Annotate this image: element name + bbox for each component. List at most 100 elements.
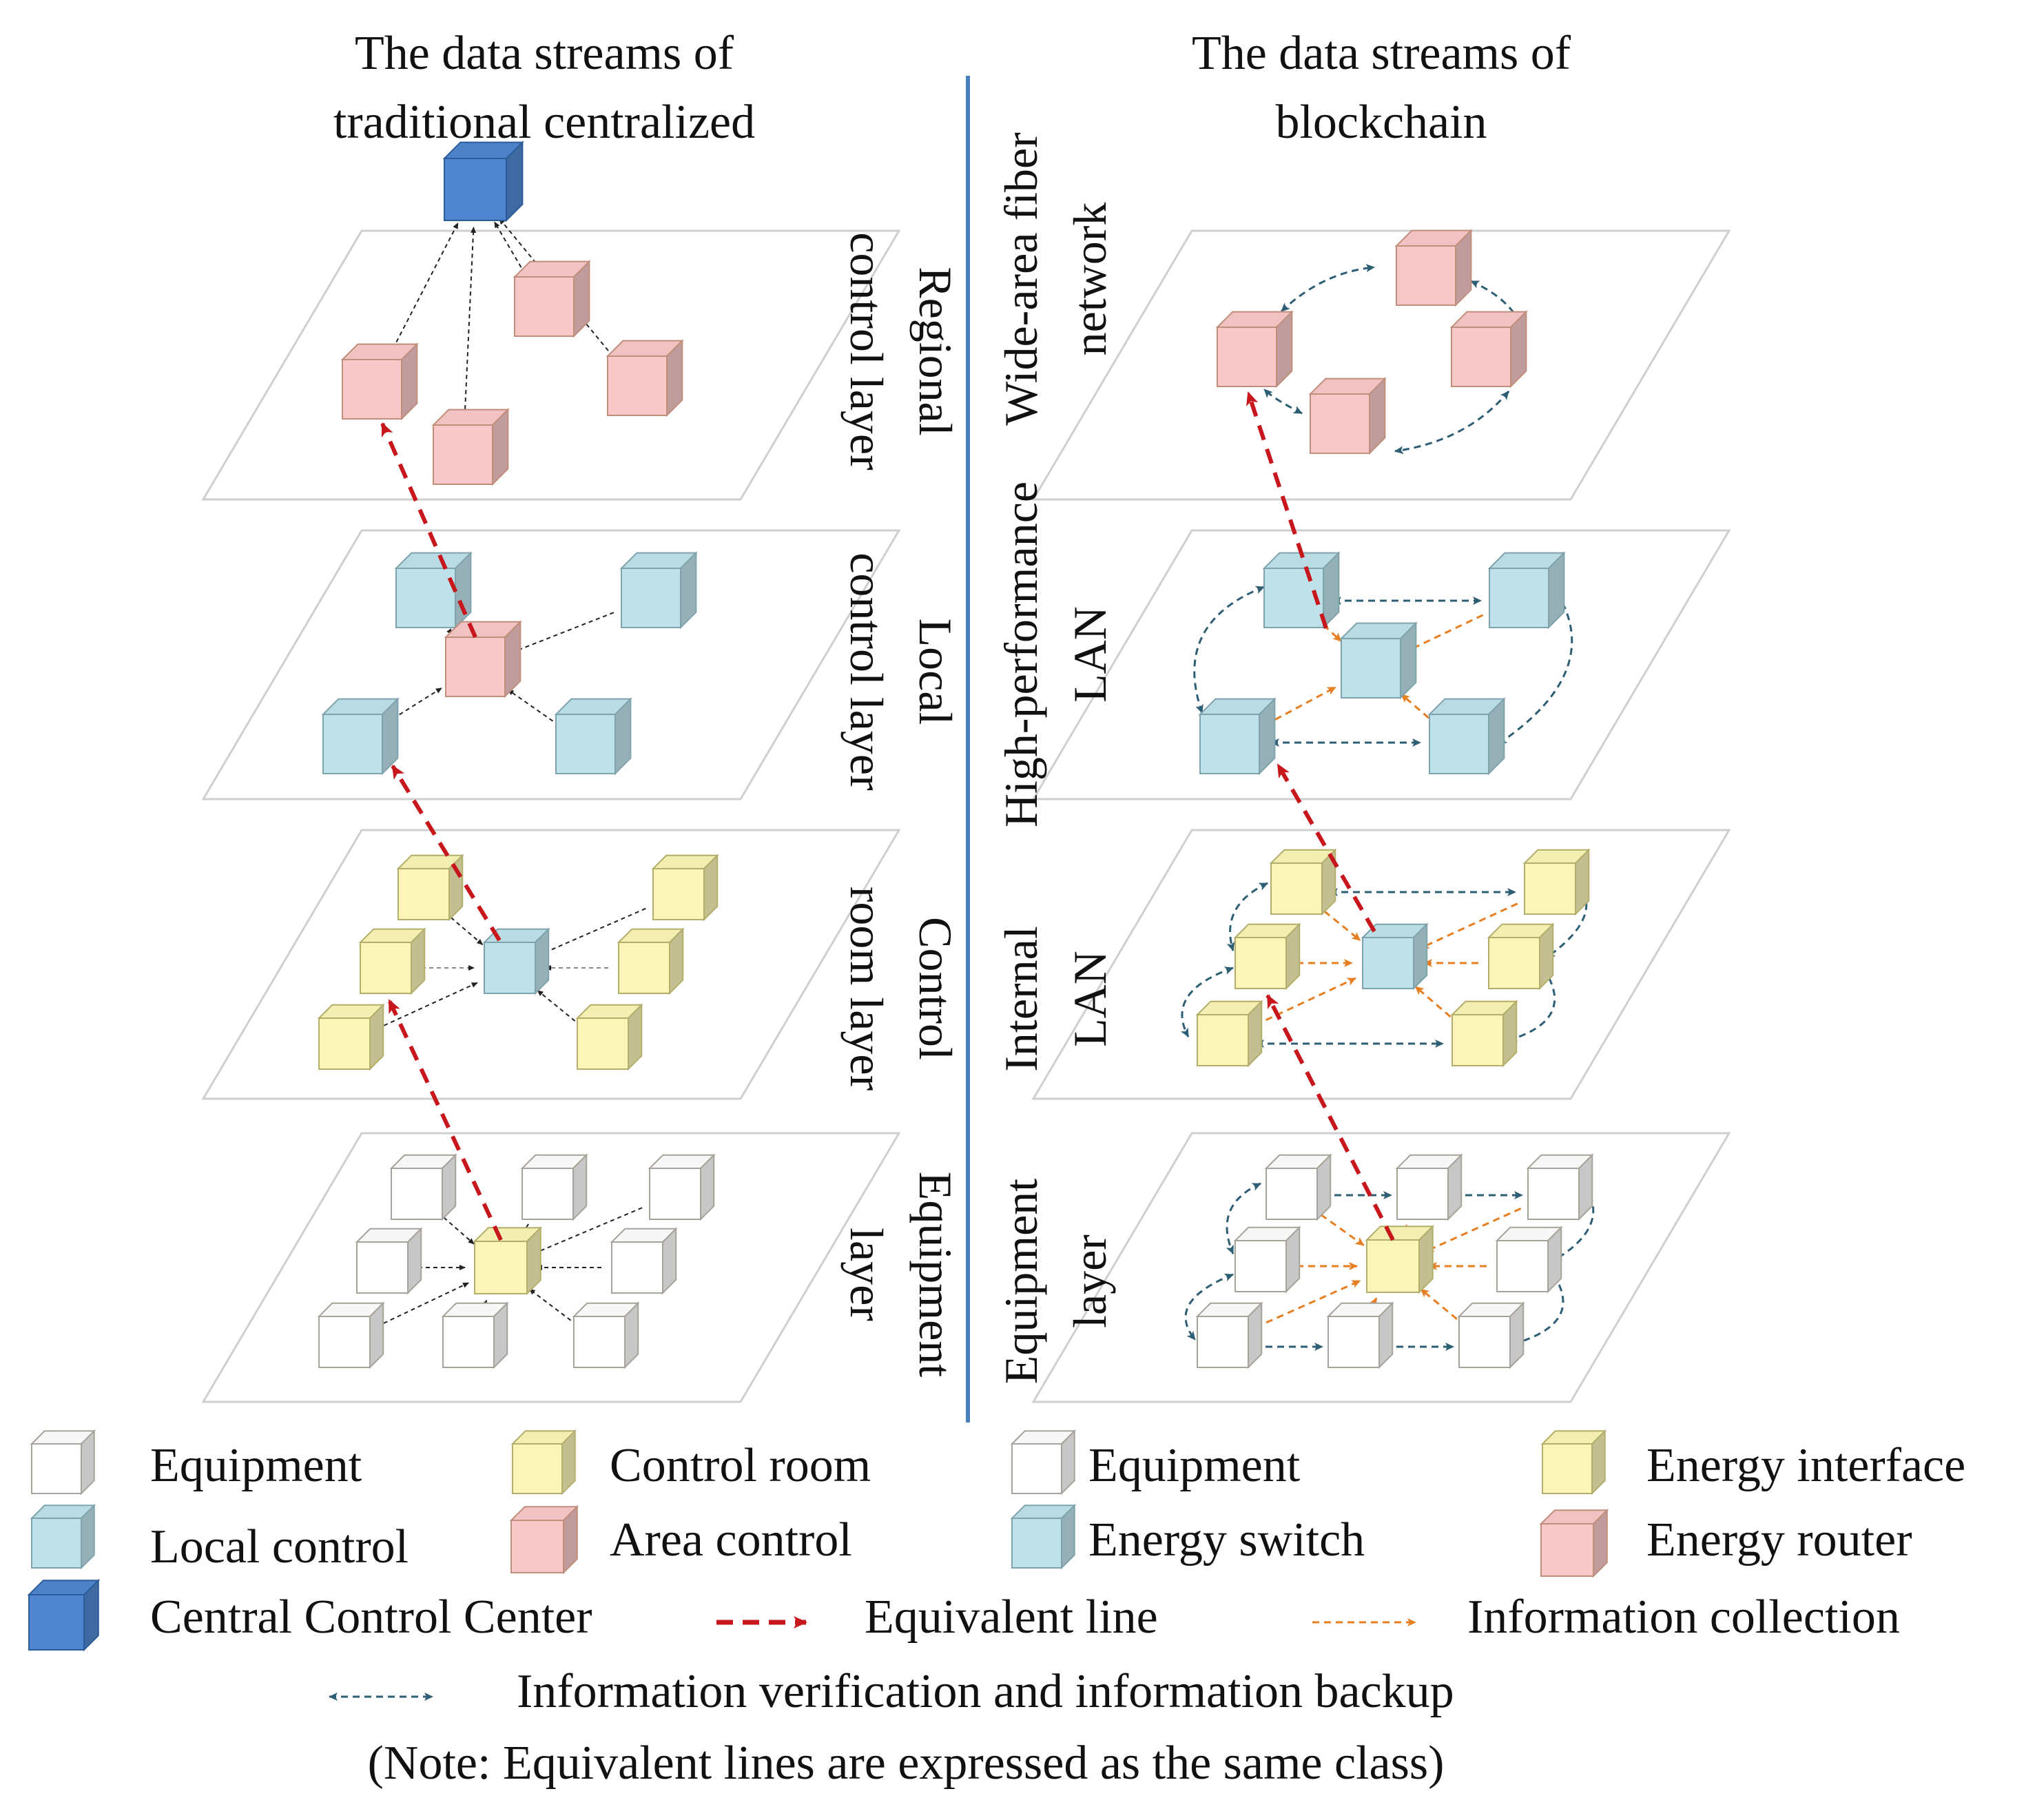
verification-curve — [1280, 264, 1375, 313]
layer-label-internal-lan: Internal LAN — [995, 926, 1116, 1071]
information-collection-arrow — [1401, 693, 1429, 719]
energy-router-cube — [1308, 377, 1387, 455]
verification-curve — [1184, 1273, 1234, 1341]
equipment-cube — [1326, 1301, 1394, 1369]
control-room-cube — [358, 927, 426, 995]
equipment-cube — [355, 1227, 423, 1295]
verification-curve — [1226, 882, 1268, 951]
verification-curve — [1226, 1182, 1261, 1254]
right-equivalent-line-2 — [1276, 763, 1376, 933]
local-control-cube — [554, 697, 632, 776]
energy-router-cube — [1449, 310, 1528, 389]
diagram-note: (Note: Equivalent lines are expressed as… — [368, 1737, 1445, 1790]
left-plane-regional — [201, 229, 901, 501]
left-plane-control-room — [201, 829, 901, 1100]
equipment-to-control-room-arrow — [376, 1282, 469, 1327]
right-equivalent-line-3 — [1246, 391, 1328, 629]
legend-equipment-icon — [30, 1429, 96, 1496]
svg-text:Internal: Internal — [995, 926, 1047, 1071]
legend-energy-switch-icon — [1010, 1503, 1077, 1570]
layer-label-control-room: Control room layer — [840, 887, 962, 1091]
left-plane-equipment — [201, 1132, 901, 1403]
energy-router-cube — [1215, 310, 1294, 389]
legend-energy-interface-icon — [1540, 1429, 1607, 1496]
left-title-line-1: The data streams of — [355, 27, 734, 80]
left-plane-local — [201, 529, 901, 800]
energy-interface-cube — [1365, 1224, 1435, 1294]
energy-interface-cube — [1233, 922, 1301, 991]
legend-energy-interface-label: Energy interface — [1646, 1439, 1965, 1492]
information-collection-arrow — [1414, 985, 1452, 1018]
control-room-cube — [473, 1226, 543, 1296]
legend-central-icon — [27, 1578, 101, 1652]
verification-curve — [1553, 1184, 1595, 1262]
energy-router-cube — [1394, 229, 1473, 307]
svg-text:control layer: control layer — [840, 232, 893, 470]
svg-text:network: network — [1064, 203, 1116, 356]
connection-lines — [376, 218, 1595, 1351]
energy-switch-cube — [1339, 621, 1418, 700]
legend-equipment-bc-label: Equipment — [1088, 1439, 1301, 1492]
right-plane-internal — [1031, 829, 1731, 1100]
verification-curve — [1193, 586, 1265, 714]
legend-control-room-label: Control room — [610, 1439, 871, 1492]
legend-info-collection-label: Information collection — [1467, 1591, 1900, 1644]
equivalent-lines — [380, 391, 1395, 1241]
left-equivalent-line-2 — [391, 765, 502, 942]
energy-interface-cube — [1450, 1000, 1518, 1068]
energy-switch-cube — [1262, 551, 1341, 630]
central-control-center-cube — [442, 141, 524, 223]
equipment-cube — [648, 1153, 716, 1221]
legend-local-control-icon — [30, 1503, 96, 1570]
legend-energy-switch-label: Energy switch — [1088, 1513, 1365, 1566]
information-collection-arrow — [1320, 1214, 1365, 1246]
control-room-to-local-arrow — [541, 907, 646, 955]
svg-text:LAN: LAN — [1064, 606, 1116, 703]
control-room-cube — [617, 927, 685, 995]
svg-text:Control: Control — [909, 917, 962, 1060]
legend-energy-router-icon — [1539, 1508, 1609, 1578]
layer-label-regional-control: Regional control layer — [840, 232, 962, 470]
information-collection-arrow — [1254, 977, 1356, 1026]
control-room-cube — [317, 1003, 385, 1071]
information-collection-arrow — [1420, 902, 1518, 949]
svg-text:layer: layer — [1064, 1234, 1116, 1328]
regional-to-central-arrow — [389, 222, 459, 356]
information-collection-arrow — [1264, 686, 1336, 726]
legend-icons — [27, 1429, 1609, 1652]
layer-planes — [201, 229, 1731, 1403]
information-collection-arrow — [1323, 910, 1361, 942]
equipment-cube — [1526, 1153, 1594, 1221]
equipment-cube — [520, 1153, 588, 1221]
verification-curve — [1546, 881, 1588, 959]
information-collection-arrow — [1406, 614, 1484, 652]
legend-area-control-label: Area control — [610, 1513, 852, 1566]
equipment-to-control-room-arrow — [443, 1217, 475, 1245]
area-control-cube — [513, 260, 591, 338]
left-title-line-2: traditional centralized — [333, 96, 755, 149]
equipment-to-control-room-arrow — [528, 1288, 572, 1321]
verification-curve — [1263, 388, 1303, 415]
equipment-cube — [1495, 1226, 1563, 1294]
energy-switch-cube — [1198, 697, 1277, 776]
energy-interface-cube — [1487, 922, 1555, 991]
legend-central-label: Central Control Center — [150, 1591, 592, 1644]
layer-label-local-control: Local control layer — [840, 552, 962, 791]
left-equivalent-line-3 — [380, 422, 477, 639]
area-control-cube — [340, 342, 419, 421]
local-control-cube — [619, 551, 698, 630]
energy-interface-cube — [1195, 1000, 1263, 1068]
svg-text:Wide-area fiber: Wide-area fiber — [995, 132, 1047, 426]
control-room-cube — [575, 1003, 643, 1071]
area-control-cube — [431, 408, 510, 486]
verification-curve — [1394, 391, 1510, 455]
control-room-cube — [651, 854, 719, 922]
layer-label-wide-area-fiber: Wide-area fiber network — [995, 132, 1116, 426]
equipment-cube — [1457, 1301, 1525, 1369]
verification-curve — [1470, 280, 1524, 330]
svg-text:control layer: control layer — [840, 552, 893, 791]
information-collection-arrow — [1420, 1288, 1458, 1321]
legend-equivalent-line-label: Equivalent line — [865, 1591, 1158, 1644]
energy-switch-cube — [1427, 697, 1506, 776]
